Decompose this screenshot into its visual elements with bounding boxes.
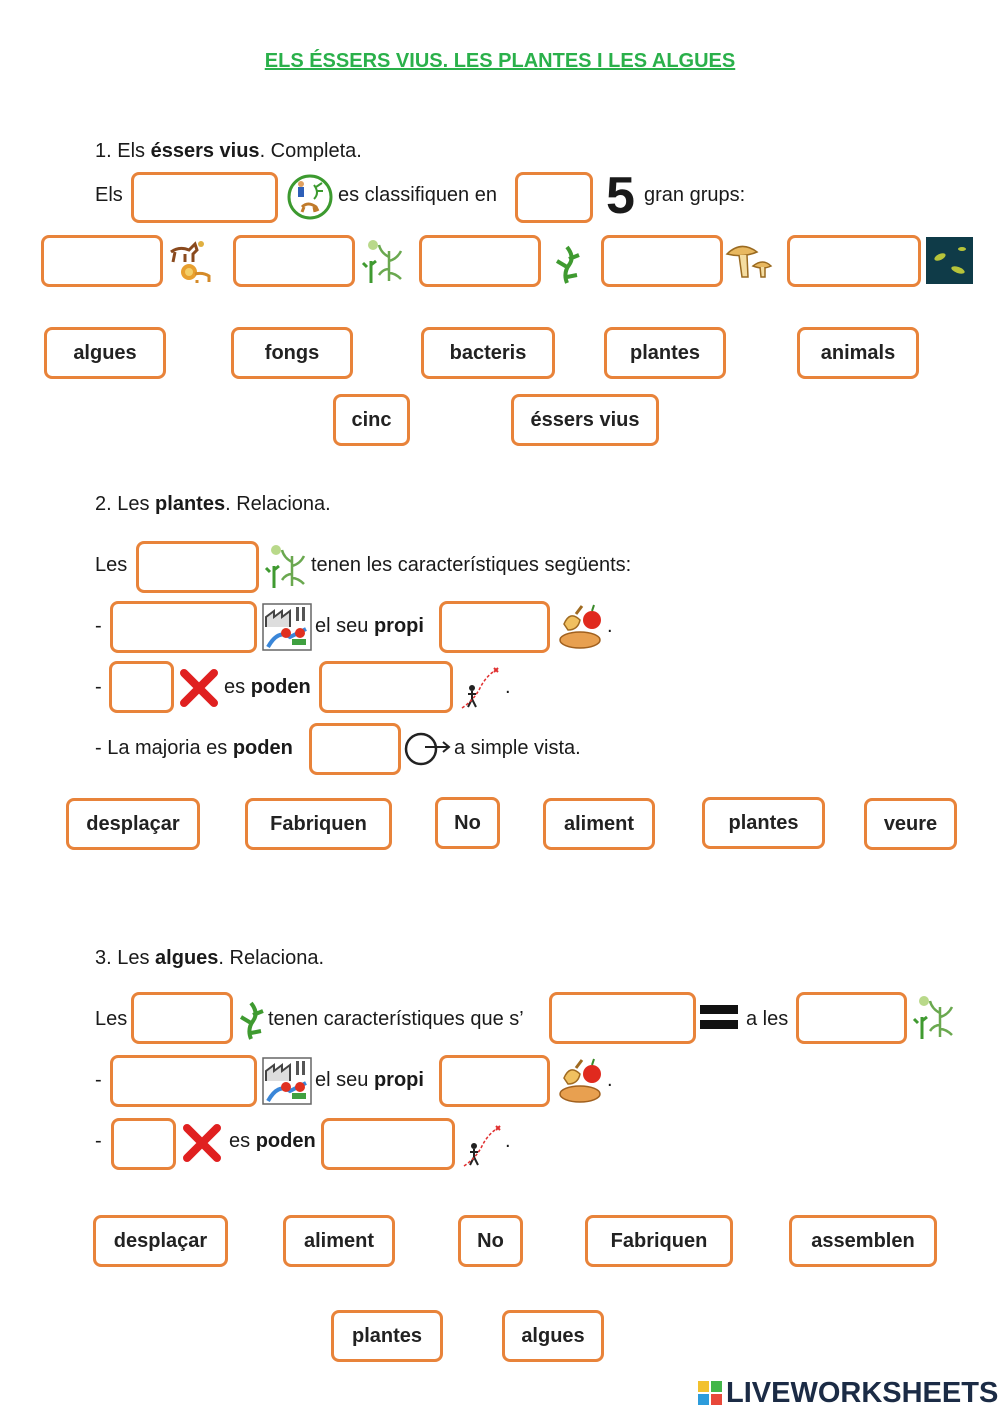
s3-drop-algues[interactable]	[131, 992, 233, 1044]
s1-drop-group-1[interactable]	[41, 235, 163, 287]
s3-line1-start: Les	[95, 1008, 128, 1030]
s3-drop-no[interactable]	[111, 1118, 176, 1170]
s2-drop-fabriquen[interactable]	[110, 601, 257, 653]
factory-icon	[262, 1057, 312, 1105]
s2-line2-period: .	[607, 615, 613, 637]
s2-chip-desplacar[interactable]: desplaçar	[66, 798, 200, 850]
s3-chip-aliment[interactable]: aliment	[283, 1215, 395, 1267]
s1-line-end: gran grups:	[644, 184, 746, 206]
food-icon	[559, 1058, 601, 1103]
s2-chip-plantes[interactable]: plantes	[702, 797, 825, 849]
fungi-icon	[725, 245, 773, 278]
s2-line4-end: a simple vista.	[454, 737, 581, 759]
s3-chip-no[interactable]: No	[458, 1215, 523, 1267]
s3-line2-mid: el seu propi	[315, 1069, 424, 1091]
s2-line4-start: - La majoria es poden	[95, 737, 293, 759]
s1-chip-essers-vius[interactable]: éssers vius	[511, 394, 659, 446]
s2-line2-dash: -	[95, 615, 102, 637]
section1-heading: 1. Els éssers vius. Completa.	[95, 140, 362, 162]
s3-drop-aliment[interactable]	[439, 1055, 550, 1107]
equals-icon-lower	[700, 1020, 738, 1029]
s3-chip-desplacar[interactable]: desplaçar	[93, 1215, 228, 1267]
s2-chip-aliment[interactable]: aliment	[543, 798, 655, 850]
s3-drop-plantes[interactable]	[796, 992, 907, 1044]
factory-icon	[262, 603, 312, 651]
s2-drop-desplacar[interactable]	[319, 661, 453, 713]
eye-icon	[404, 732, 451, 766]
s3-chip-algues[interactable]: algues	[502, 1310, 604, 1362]
algae-icon	[239, 1001, 264, 1040]
s1-chip-bacteris[interactable]: bacteris	[421, 327, 555, 379]
s2-drop-plantes[interactable]	[136, 541, 259, 593]
s2-drop-aliment[interactable]	[439, 601, 550, 653]
s2-line1-start: Les	[95, 554, 128, 576]
cross-icon	[180, 669, 218, 707]
cross-icon	[183, 1124, 221, 1162]
s3-line2-dash: -	[95, 1069, 102, 1091]
s1-drop-living-beings[interactable]	[131, 172, 278, 223]
bacteria-icon	[926, 237, 973, 284]
algae-icon	[555, 245, 580, 284]
section3-heading: 3. Les algues. Relaciona.	[95, 947, 325, 969]
s1-drop-group-5[interactable]	[787, 235, 921, 287]
section2-heading: 2. Les plantes. Relaciona.	[95, 493, 331, 515]
s1-drop-group-4[interactable]	[601, 235, 723, 287]
s2-chip-fabriquen[interactable]: Fabriquen	[245, 798, 392, 850]
plants-icon	[264, 545, 306, 588]
s2-line2-mid: el seu propi	[315, 615, 424, 637]
s3-chip-assemblen[interactable]: assemblen	[789, 1215, 937, 1267]
s3-line3-period: .	[505, 1130, 511, 1152]
s2-line1-end: tenen les característiques següents:	[311, 554, 632, 576]
living-beings-icon	[287, 174, 333, 220]
s1-chip-animals[interactable]: animals	[797, 327, 919, 379]
walk-path-icon	[461, 667, 499, 709]
plants-icon	[361, 240, 403, 283]
big-number: 5	[606, 167, 635, 225]
s1-drop-group-2[interactable]	[233, 235, 355, 287]
brand-name: LIVEWORKSHEETS	[726, 1377, 999, 1409]
plants-icon	[912, 996, 954, 1039]
s2-line3-period: .	[505, 676, 511, 698]
s3-line2-period: .	[607, 1069, 613, 1091]
s1-chip-cinc[interactable]: cinc	[333, 394, 410, 446]
food-icon	[559, 604, 601, 649]
s3-drop-desplacar[interactable]	[321, 1118, 455, 1170]
s3-line3-dash: -	[95, 1130, 102, 1152]
s1-chip-algues[interactable]: algues	[44, 327, 166, 379]
logo-icon	[698, 1381, 722, 1405]
s3-line1-end: a les	[746, 1008, 789, 1030]
s1-chip-plantes[interactable]: plantes	[604, 327, 726, 379]
s2-line3-mid: es poden	[224, 676, 311, 698]
s3-drop-assemblen[interactable]	[549, 992, 696, 1044]
s2-chip-no[interactable]: No	[435, 797, 500, 849]
s3-drop-fabriquen[interactable]	[110, 1055, 257, 1107]
s1-drop-number[interactable]	[515, 172, 593, 223]
s3-chip-plantes[interactable]: plantes	[331, 1310, 443, 1362]
animals-icon	[170, 241, 211, 283]
walk-path-icon	[463, 1125, 501, 1167]
s1-line-mid: es classifiquen en	[338, 184, 497, 206]
s3-line3-mid: es poden	[229, 1130, 316, 1152]
s2-drop-no[interactable]	[109, 661, 174, 713]
s2-chip-veure[interactable]: veure	[864, 798, 957, 850]
s2-line3-dash: -	[95, 676, 102, 698]
s3-line1-mid: tenen característiques que s’	[268, 1008, 524, 1030]
s1-chip-fongs[interactable]: fongs	[231, 327, 353, 379]
worksheet-title: ELS ÉSSERS VIUS. LES PLANTES I LES ALGUE…	[264, 50, 736, 72]
s1-drop-group-3[interactable]	[419, 235, 541, 287]
s1-line-start: Els	[95, 184, 123, 206]
s2-drop-veure[interactable]	[309, 723, 401, 775]
s3-chip-fabriquen[interactable]: Fabriquen	[585, 1215, 733, 1267]
equals-icon	[700, 1005, 738, 1014]
